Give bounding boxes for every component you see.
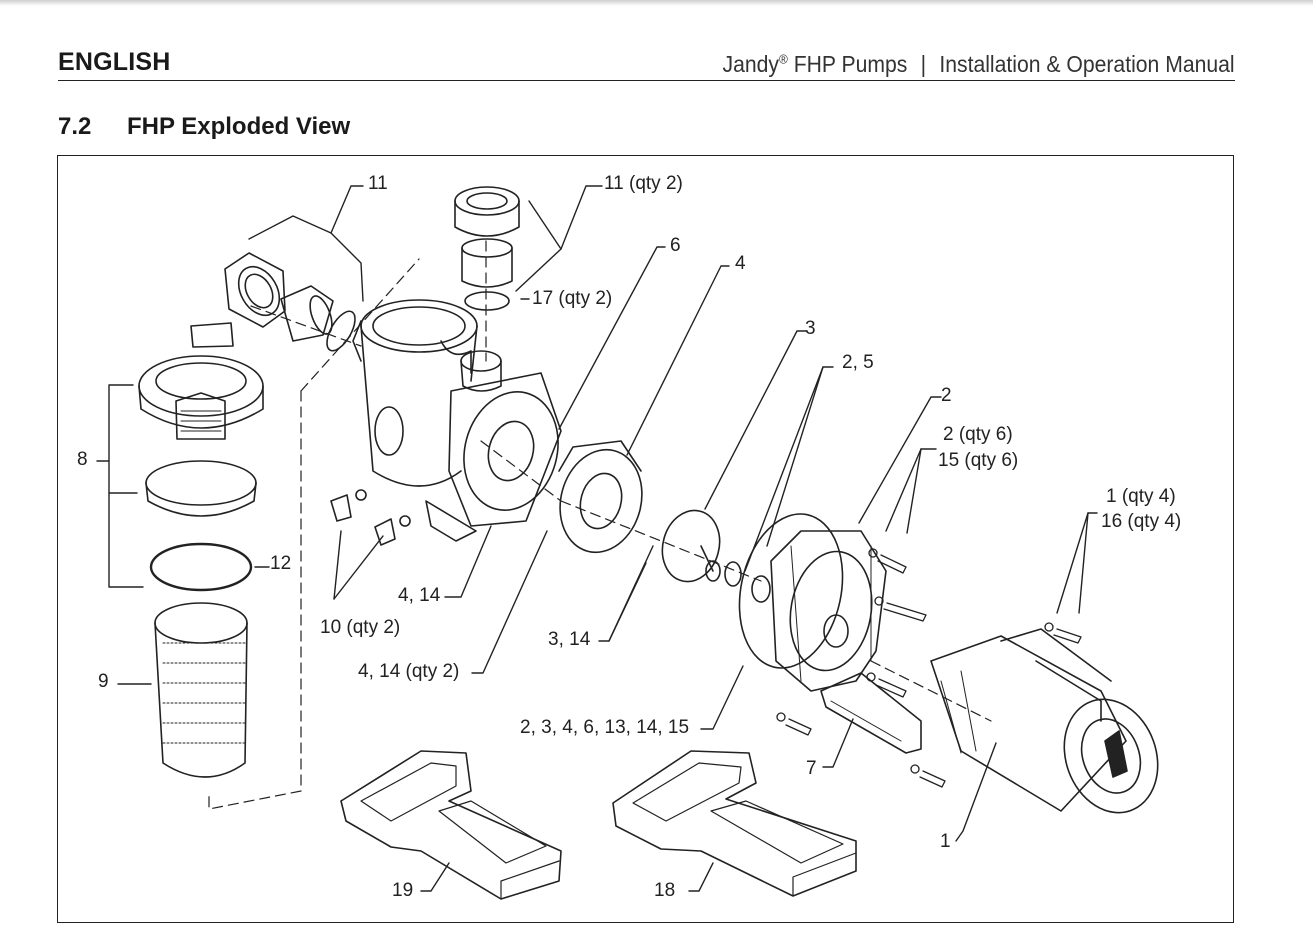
callout-8: 8 [77,449,88,470]
callout-11-qty-2: 11 (qty 2) [604,173,683,194]
diffuser [558,440,643,554]
callout-4-14-qty-2: 4, 14 (qty 2) [358,661,460,682]
callout-17-qty-2: 17 (qty 2) [532,288,613,309]
callout-kit: 2, 3, 4, 6, 13, 14, 15 [520,717,690,738]
pump-stand-18 [612,750,857,897]
registered-mark: ® [779,51,789,67]
product-name: FHP Pumps [794,51,908,77]
section-number: 7.2 [58,113,92,140]
callout-2-5: 2, 5 [842,352,874,373]
callout-3-14: 3, 14 [548,629,591,650]
tailpiece-top [461,238,513,288]
lid-o-ring [149,542,253,592]
pump-stand-19 [340,750,562,900]
callout-10-qty-2: 10 (qty 2) [320,617,401,638]
drain-plug-1 [330,489,367,522]
callout-1: 1 [940,831,951,852]
pump-housing [352,299,562,542]
language-label: ENGLISH [58,48,171,76]
o-ring-top [464,291,510,311]
strainer-basket [154,602,248,778]
manual-name: Installation & Operation Manual [939,51,1235,77]
impeller [661,509,721,583]
seal-plate-o-ring [738,513,844,669]
callout-9: 9 [98,671,109,692]
callout-4-14: 4, 14 [398,585,441,606]
pump-seal [724,561,771,603]
brand-name: Jandy [722,51,780,77]
callout-1-qty-4: 1 (qty 4) [1106,486,1176,507]
callout-18: 18 [654,880,676,901]
document-title: Jandy® FHP Pumps | Installation & Operat… [723,51,1235,78]
motor [930,628,1159,814]
title-separator: | [921,51,927,77]
leader-lines [96,185,1098,892]
callout-2: 2 [941,385,952,406]
callout-7: 7 [806,758,817,779]
seal-plate [770,530,887,692]
callout-2-qty-6: 2 (qty 6) [943,424,1013,445]
tailpiece-left [280,285,334,342]
assembly-axes [208,240,992,810]
callout-19: 19 [392,880,414,901]
section-title: FHP Exploded View [127,113,351,140]
exploded-view-drawing [96,185,1159,900]
union-nut-left [224,252,286,328]
exploded-view-figure: 11 11 (qty 2) 17 (qty 2) 6 4 3 2, 5 2 2 … [57,155,1234,923]
callout-11: 11 [368,173,388,194]
strainer-lid [138,322,264,440]
lid-cover [145,460,257,517]
union-nut-top [454,186,520,237]
top-shadow [0,0,1313,6]
o-ring-left [326,310,356,352]
motor-base [820,672,922,754]
callout-6: 6 [670,235,681,256]
callout-12: 12 [270,553,292,574]
callout-15-qty-6: 15 (qty 6) [938,450,1019,471]
callout-4: 4 [735,253,746,274]
header-rule [58,80,1235,81]
callout-3: 3 [805,318,816,339]
drain-plug-2 [374,515,411,546]
seal-plate-bolts [776,548,1082,788]
callout-16-qty-4: 16 (qty 4) [1101,511,1182,532]
